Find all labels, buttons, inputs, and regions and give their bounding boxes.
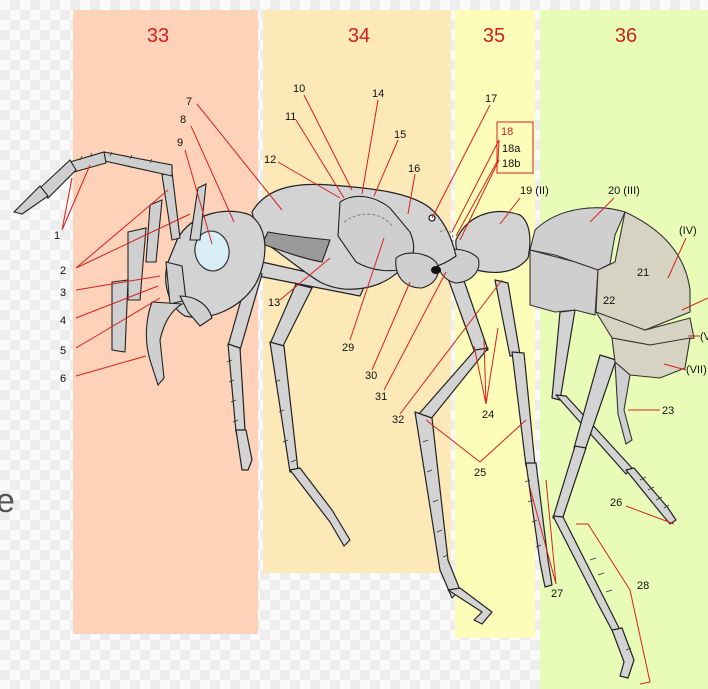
label-30: 30	[365, 370, 377, 382]
label-25: 25	[474, 467, 486, 479]
propodeal-spiracle	[431, 266, 441, 274]
label-1: 1	[54, 230, 60, 242]
label-18a: 18a	[502, 143, 521, 155]
label-6: 6	[60, 373, 66, 385]
region-number-36: 36	[615, 25, 637, 47]
label-19: 19 (II)	[520, 185, 549, 197]
label-seg-VII: (VII)	[686, 364, 707, 376]
label-28: 28	[637, 580, 649, 592]
label-10: 10	[293, 83, 305, 95]
label-4: 4	[60, 315, 66, 327]
label-seg-IV: (IV)	[679, 225, 697, 237]
region-number-33: 33	[147, 25, 169, 47]
label-8: 8	[180, 114, 186, 126]
label-26: 26	[610, 497, 622, 509]
label-18: 18	[501, 126, 513, 138]
label-7: 7	[186, 96, 192, 108]
region-number-35: 35	[483, 25, 505, 47]
label-32: 32	[392, 414, 404, 426]
label-27: 27	[551, 588, 563, 600]
label-17: 17	[485, 93, 497, 105]
label-9: 9	[177, 137, 183, 149]
label-16: 16	[408, 163, 420, 175]
label-29: 29	[342, 342, 354, 354]
label-2: 2	[60, 265, 66, 277]
label-15: 15	[394, 129, 406, 141]
label-5: 5	[60, 345, 66, 357]
region-number-34: 34	[348, 25, 370, 47]
label-11: 11	[285, 111, 296, 123]
label-18b: 18b	[502, 158, 520, 170]
label-21: 21	[637, 267, 649, 279]
label-14: 14	[372, 88, 384, 100]
label-23: 23	[662, 405, 674, 417]
label-31: 31	[375, 391, 387, 403]
label-13: 13	[268, 297, 280, 309]
label-22: 22	[603, 295, 615, 307]
label-20: 20 (III)	[608, 185, 640, 197]
label-seg-V: (V	[700, 331, 708, 343]
label-24: 24	[482, 409, 494, 421]
label-3: 3	[60, 287, 66, 299]
label-12: 12	[264, 154, 276, 166]
